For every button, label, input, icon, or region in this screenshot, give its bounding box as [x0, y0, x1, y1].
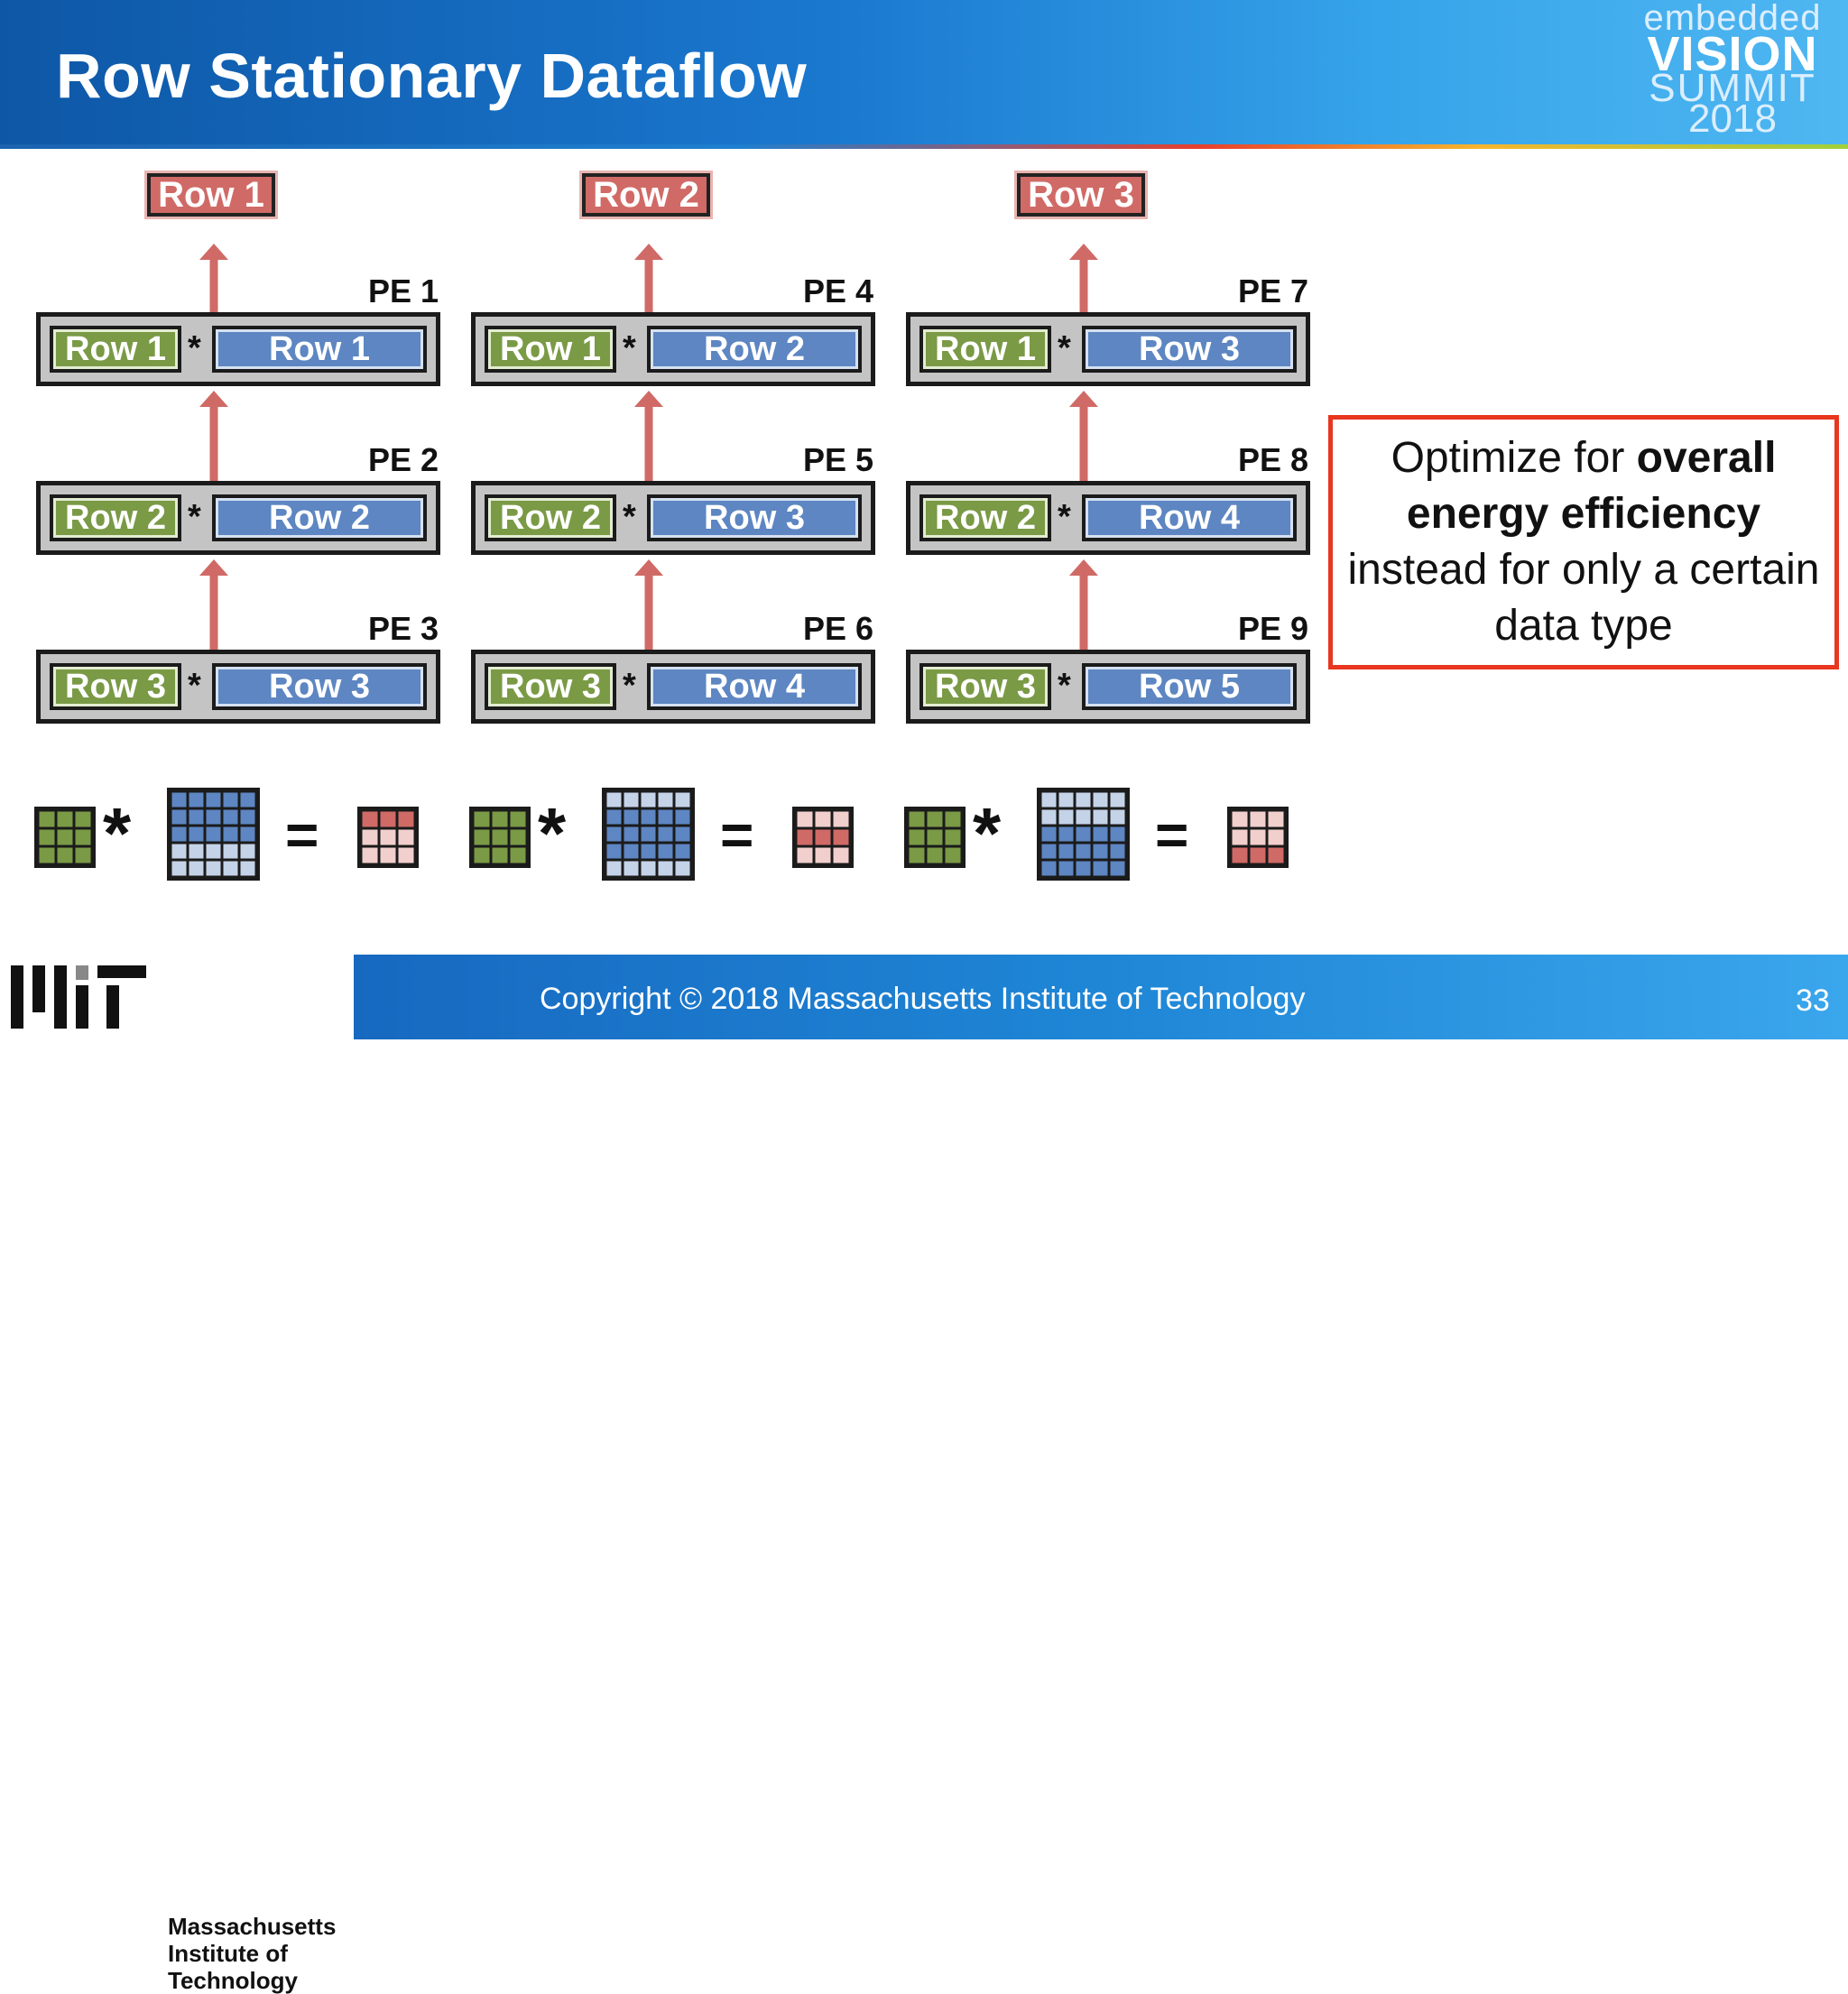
pe-2-multiply-sign: * — [188, 498, 201, 536]
eq-1-multiply-sign: * — [103, 793, 132, 873]
output-fmap-grid-icon-1 — [357, 807, 419, 868]
pe-5-filter-row: Row 2 — [485, 494, 616, 541]
logo-line-4: 2018 — [1688, 97, 1777, 141]
callout-text-bold: overall energy efficiency — [1406, 434, 1777, 538]
output-row-3-label: Row 3 — [1014, 171, 1148, 219]
filter-weights-grid-icon-3 — [904, 807, 966, 868]
pe-9-filter-row: Row 3 — [919, 663, 1051, 710]
pe-5-label: PE 5 — [802, 441, 873, 478]
pe-3-multiply-sign: * — [188, 667, 201, 705]
pe-5-input-row: Row 3 — [647, 494, 862, 541]
pe-2-label: PE 2 — [367, 441, 439, 478]
pe-5-multiply-sign: * — [623, 498, 636, 536]
pe-1-box: Row 1 * Row 1 — [36, 312, 440, 386]
arrowhead-icon — [1069, 559, 1098, 576]
input-fmap-grid-icon-1 — [167, 788, 260, 881]
pe-7-box: Row 1 * Row 3 — [906, 312, 1310, 386]
mit-name: Massachusetts Institute of Technology — [168, 1913, 336, 1994]
output-fmap-grid-icon-3 — [1227, 807, 1289, 868]
pe-7-multiply-sign: * — [1058, 329, 1071, 367]
mit-name-line-2: Institute of — [168, 1940, 288, 1967]
pe-3-input-row: Row 3 — [212, 663, 427, 710]
mit-name-line-3: Technology — [168, 1967, 298, 1994]
callout-text: Optimize for overall energy efficiency i… — [1333, 430, 1834, 654]
logo-line-2: VISION — [1647, 27, 1818, 81]
pe-4-multiply-sign: * — [623, 329, 636, 367]
output-row-1-label: Row 1 — [144, 171, 278, 219]
pe-4-label: PE 4 — [802, 272, 873, 309]
pe-6-label: PE 6 — [802, 610, 873, 647]
logo-line-1: embedded — [1643, 0, 1822, 38]
pe-2-filter-row: Row 2 — [50, 494, 181, 541]
output-row-2-label: Row 2 — [579, 171, 713, 219]
pe-1-label: PE 1 — [367, 272, 439, 309]
pe-1-multiply-sign: * — [188, 329, 201, 367]
arrowhead-icon — [199, 244, 228, 260]
slide-title: Row Stationary Dataflow — [56, 41, 808, 111]
eq-2-multiply-sign: * — [538, 793, 567, 873]
arrowhead-icon — [1069, 244, 1098, 260]
mit-logo-icon — [11, 965, 146, 1029]
arrowhead-icon — [634, 391, 663, 407]
eq-3-equals-sign: = — [1155, 802, 1189, 867]
input-fmap-grid-icon-3 — [1037, 788, 1130, 881]
arrowhead-icon — [199, 391, 228, 407]
mit-name-line-1: Massachusetts — [168, 1913, 337, 1940]
callout-box: Optimize for overall energy efficiency i… — [1328, 415, 1839, 669]
arrowhead-icon — [634, 244, 663, 260]
eq-3-multiply-sign: * — [973, 793, 1002, 873]
callout-text-part-1: Optimize for — [1391, 434, 1637, 482]
pe-3-filter-row: Row 3 — [50, 663, 181, 710]
eq-2-equals-sign: = — [720, 802, 754, 867]
footer-bar — [354, 955, 1848, 1039]
pe-8-label: PE 8 — [1237, 441, 1308, 478]
pe-9-label: PE 9 — [1237, 610, 1308, 647]
pe-7-input-row: Row 3 — [1082, 326, 1297, 373]
output-fmap-grid-icon-2 — [792, 807, 854, 868]
eq-1-equals-sign: = — [285, 802, 319, 867]
pe-9-box: Row 3 * Row 5 — [906, 650, 1310, 724]
page-number: 33 — [1796, 983, 1830, 1018]
embedded-vision-summit-logo: embedded VISION SUMMIT 2018 — [1642, 0, 1823, 144]
pe-1-filter-row: Row 1 — [50, 326, 181, 373]
arrowhead-icon — [1069, 391, 1098, 407]
header-accent-stripe — [0, 144, 1848, 149]
pe-3-box: Row 3 * Row 3 — [36, 650, 440, 724]
pe-9-input-row: Row 5 — [1082, 663, 1297, 710]
pe-1-input-row: Row 1 — [212, 326, 427, 373]
arrowhead-icon — [199, 559, 228, 576]
pe-6-filter-row: Row 3 — [485, 663, 616, 710]
arrowhead-icon — [634, 559, 663, 576]
logo-line-3: SUMMIT — [1649, 66, 1816, 110]
pe-2-box: Row 2 * Row 2 — [36, 481, 440, 555]
header-bar: Row Stationary Dataflow embedded VISION … — [0, 0, 1848, 144]
pe-3-label: PE 3 — [367, 610, 439, 647]
callout-text-part-2: instead for only a certain data type — [1347, 546, 1820, 650]
pe-8-filter-row: Row 2 — [919, 494, 1051, 541]
pe-7-label: PE 7 — [1237, 272, 1308, 309]
filter-weights-grid-icon-2 — [469, 807, 531, 868]
pe-6-input-row: Row 4 — [647, 663, 862, 710]
pe-4-filter-row: Row 1 — [485, 326, 616, 373]
pe-6-box: Row 3 * Row 4 — [471, 650, 875, 724]
pe-6-multiply-sign: * — [623, 667, 636, 705]
pe-4-input-row: Row 2 — [647, 326, 862, 373]
pe-9-multiply-sign: * — [1058, 667, 1071, 705]
filter-weights-grid-icon-1 — [34, 807, 96, 868]
pe-7-filter-row: Row 1 — [919, 326, 1051, 373]
footer-logo-area: Massachusetts Institute of Technology — [0, 955, 354, 1994]
pe-8-box: Row 2 * Row 4 — [906, 481, 1310, 555]
pe-4-box: Row 1 * Row 2 — [471, 312, 875, 386]
pe-5-box: Row 2 * Row 3 — [471, 481, 875, 555]
pe-8-multiply-sign: * — [1058, 498, 1071, 536]
input-fmap-grid-icon-2 — [602, 788, 695, 881]
copyright-text: Copyright © 2018 Massachusetts Institute… — [540, 982, 1306, 1016]
pe-2-input-row: Row 2 — [212, 494, 427, 541]
pe-8-input-row: Row 4 — [1082, 494, 1297, 541]
